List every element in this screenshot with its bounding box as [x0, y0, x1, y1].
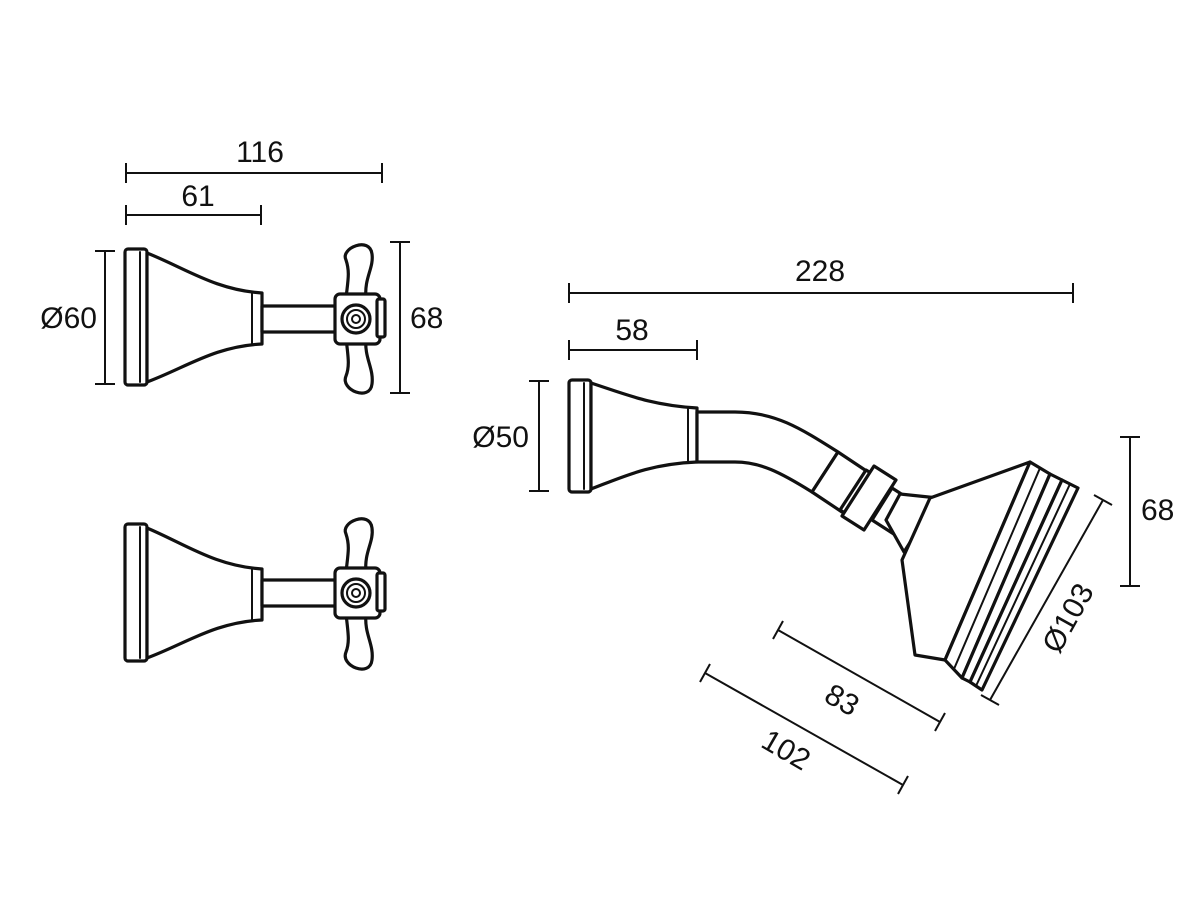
dimension-label-diameter-60: Ø60: [40, 302, 97, 335]
dimension-label-58: 58: [615, 314, 648, 347]
dimension-label-116: 116: [236, 136, 284, 169]
shower-arm-pipe: [695, 410, 840, 494]
bottom-tap-stem: [260, 578, 340, 608]
bottom-tap-cross-handle: [333, 517, 387, 671]
dimension-label-diameter-103: Ø103: [1036, 578, 1100, 658]
bottom-tap-flange: [123, 522, 264, 663]
dimension-label-228: 228: [795, 255, 845, 288]
bottom-tap-handle: [123, 517, 387, 671]
dimension-61: 61: [125, 180, 262, 225]
dimension-102: 102: [699, 663, 909, 795]
top-tap-handle: [123, 243, 387, 395]
shower-arm-flange: [567, 378, 699, 494]
dimension-label-68-handle: 68: [410, 302, 443, 335]
dimension-diameter-50: Ø50: [472, 380, 549, 492]
dimension-diameter-60: Ø60: [40, 250, 115, 385]
dimension-68-head: 68: [1120, 436, 1174, 587]
dimension-label-diameter-50: Ø50: [472, 421, 529, 454]
dimension-68-handle: 68: [390, 241, 443, 394]
shower-head: [900, 460, 1080, 692]
shower-arm-assembly: [567, 378, 1080, 692]
top-tap-flange: [123, 247, 264, 387]
top-tap-stem: [260, 304, 340, 334]
dimension-228: 228: [568, 255, 1074, 303]
top-tap-cross-handle: [333, 243, 387, 395]
dimension-label-83: 83: [819, 678, 864, 723]
dimension-label-61: 61: [181, 180, 214, 213]
dimension-58: 58: [568, 314, 698, 360]
dimension-116: 116: [125, 136, 383, 183]
dimension-label-68-head: 68: [1141, 494, 1174, 527]
